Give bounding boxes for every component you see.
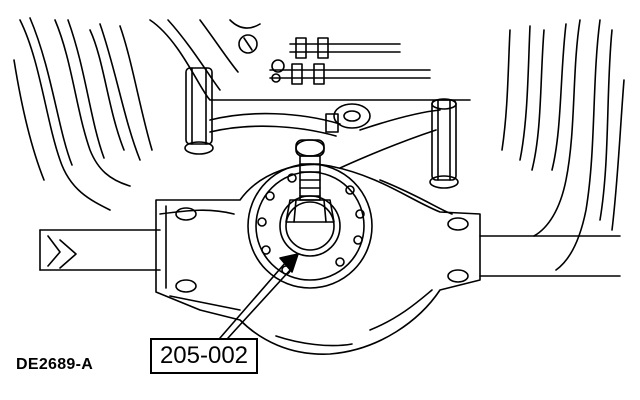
left-shock-absorber [184, 67, 214, 155]
special-service-tool [285, 139, 335, 223]
callout-leader-arrow [219, 253, 299, 339]
left-frame-rail [13, 17, 153, 211]
differential-carrier-housing [155, 163, 481, 355]
tool-number-label: 205-002 [150, 338, 258, 374]
underbody-and-brake-lines [149, 19, 471, 101]
pinion-flange [247, 163, 373, 289]
tool-number-text: 205-002 [159, 342, 249, 369]
upper-control-arms [209, 103, 441, 169]
right-shock-absorber [429, 98, 459, 189]
axle-housing-tubes [39, 229, 621, 277]
figure-id-label: DE2689-A [16, 356, 94, 373]
right-frame-rail [501, 19, 625, 271]
